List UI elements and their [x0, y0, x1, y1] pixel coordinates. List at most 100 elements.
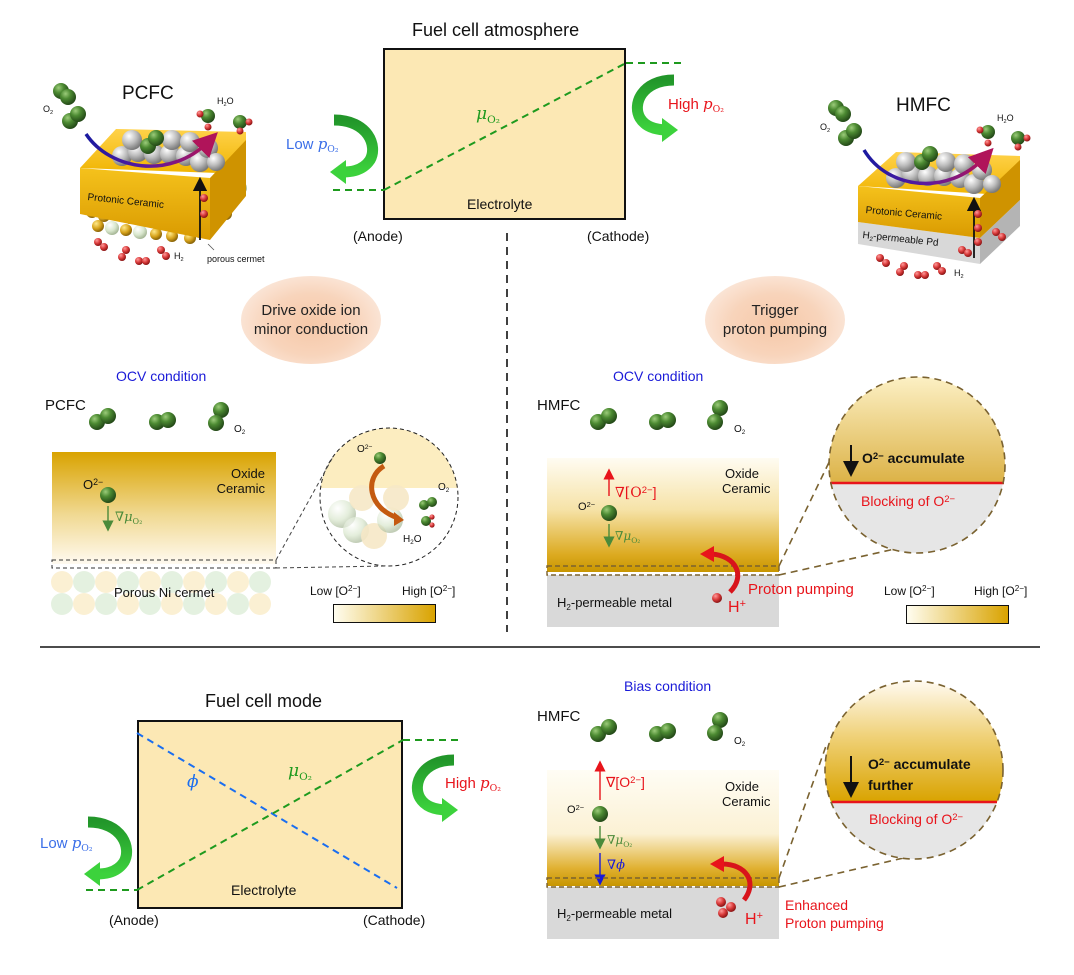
zoom-blocking-label: Blocking of O2− — [861, 493, 956, 509]
legend-low-label: Low [O2−] — [310, 584, 361, 598]
low-prefix: Low — [286, 136, 318, 153]
pcfc-cell-graphic — [53, 83, 253, 265]
hmfc-h2o-label: H2O — [997, 113, 1014, 125]
pd-layer-front — [858, 222, 980, 264]
oxide-ceramic-label: Oxide Ceramic — [216, 466, 265, 496]
oxide-ceramic-layer — [547, 458, 779, 572]
proton-label: H+ — [745, 910, 763, 928]
p-subscript: O₂ — [327, 144, 339, 156]
interface-highlight-box — [546, 565, 780, 576]
o2-molecule-icon — [590, 408, 617, 430]
hmfc-ocv-graphic — [546, 376, 1006, 603]
high-po2-label: High pO₂ — [445, 774, 501, 795]
o2-molecules-row — [590, 400, 728, 430]
zoom-h2o-label: H2O — [403, 534, 422, 547]
green-curved-arrow-right-icon — [411, 754, 458, 822]
mu-o2-line — [333, 62, 682, 191]
h2-molecule-icon — [876, 254, 946, 279]
ocv-condition-label: OCV condition — [613, 368, 704, 384]
proton-label: H+ — [728, 598, 746, 616]
oxide-ion-label: O2− — [578, 499, 596, 513]
proton-pumping-arrow — [711, 551, 741, 594]
grad-phi-label: ∇ϕ — [607, 858, 625, 873]
interface-highlight-box — [546, 877, 780, 888]
hmfc-title: HMFC — [896, 95, 951, 116]
atmosphere-title: Fuel cell atmosphere — [412, 20, 580, 40]
h2-permeable-metal-layer — [547, 887, 779, 939]
pcfc-title: PCFC — [122, 83, 174, 104]
anode-label: (Anode) — [353, 228, 403, 244]
bias-condition-label: Bias condition — [624, 678, 712, 694]
o2-molecule-icon — [208, 402, 229, 431]
porous-ni-cermet-label: Porous Ni cermet — [114, 585, 215, 600]
o2-molecule-icon — [649, 723, 676, 742]
o2-molecules-row — [590, 712, 728, 742]
o2-molecule-icon — [828, 100, 862, 146]
oxidation-arrow — [369, 463, 399, 521]
drive-oxide-ion-bubble: Drive oxide ion minor conduction — [241, 276, 381, 364]
o2-molecule-icon — [149, 412, 176, 430]
mu-subscript: O₂ — [487, 113, 500, 126]
low-po2-label: Low pO₂ — [286, 135, 339, 156]
cathode-label: (Cathode) — [363, 912, 426, 928]
protonic-ceramic-side — [980, 160, 1020, 238]
porous-cermet-pattern — [51, 571, 271, 615]
proton-icon — [712, 593, 722, 603]
bubble-line-1: Drive oxide ion — [261, 302, 361, 319]
enhanced-proton-pumping-arrow — [721, 861, 753, 902]
anode-label: (Anode) — [109, 912, 159, 928]
zoom-blocking-label: Blocking of O2− — [869, 811, 964, 827]
metal-label: H2-permeable metal — [557, 595, 673, 612]
oxide-ion-label: O2− — [83, 477, 104, 492]
h2-permeable-metal-layer — [547, 575, 779, 627]
legend-high-label: High [O2−] — [974, 584, 1028, 598]
hmfc-label: HMFC — [537, 397, 581, 414]
grad-concentration-label: ∇[O2−] — [615, 484, 657, 501]
o2-molecule-icon — [89, 408, 116, 430]
concentration-legend-bar — [906, 605, 1009, 624]
electrolyte-label: Electrolyte — [231, 882, 297, 898]
hmfc-o2-label: O2 — [820, 122, 831, 134]
high-prefix: High — [668, 96, 704, 113]
grad-mu-label: ∇μO₂ — [615, 529, 641, 545]
oxide-ion-icon — [51, 487, 277, 569]
zoom-o2-label: O2 — [438, 482, 450, 495]
mu-symbol: μ — [476, 104, 488, 124]
concentration-legend-bar — [333, 604, 436, 623]
oxide-ceramic-layer — [52, 452, 276, 564]
hmfc-h2-label: H2 — [954, 268, 964, 280]
zoom-oxide-ion-label: O2− — [357, 443, 373, 455]
protonic-ceramic-side — [210, 140, 246, 240]
zoom-accumulate-label: O2− accumulate — [862, 450, 965, 466]
pcfc-o2-label: O2 — [43, 104, 54, 116]
p-symbol: p — [317, 135, 328, 153]
green-curved-arrow-right-icon — [631, 74, 678, 142]
pcfc-zoom-circle — [275, 427, 459, 569]
o2-label: O2 — [734, 736, 746, 749]
phi-line — [136, 732, 398, 889]
bubble-line-2: minor conduction — [253, 321, 369, 338]
o2-label: O2 — [234, 424, 246, 437]
phi-label: ϕ — [187, 772, 199, 792]
proton-cluster-icon — [716, 897, 736, 918]
electrolyte-box — [137, 720, 403, 909]
enhanced-proton-pumping-label: Enhanced Proton pumping — [785, 897, 884, 931]
mu-o2-label: μO₂ — [476, 104, 500, 126]
green-curved-arrow-left-icon — [330, 114, 379, 184]
zoom-accumulate-label: O2− accumulate further — [868, 756, 971, 793]
oxide-ceramic-label: Oxide Ceramic — [722, 779, 771, 809]
o2-molecule-icon — [649, 412, 676, 430]
pcfc-h2o-label: H2O — [217, 96, 234, 108]
bubble-line-1: Trigger — [751, 302, 799, 319]
grad-concentration-label: ∇[O2−] — [606, 774, 645, 790]
h2o-molecule-icon — [196, 109, 253, 135]
porous-cermet-label: porous cermet — [207, 254, 265, 264]
pcfc-label: PCFC — [45, 397, 86, 414]
grad-mu-label: ∇μO₂ — [115, 510, 143, 526]
p-symbol: p — [703, 95, 713, 113]
electrolyte-box — [383, 48, 626, 220]
protonic-ceramic-front — [858, 186, 980, 238]
